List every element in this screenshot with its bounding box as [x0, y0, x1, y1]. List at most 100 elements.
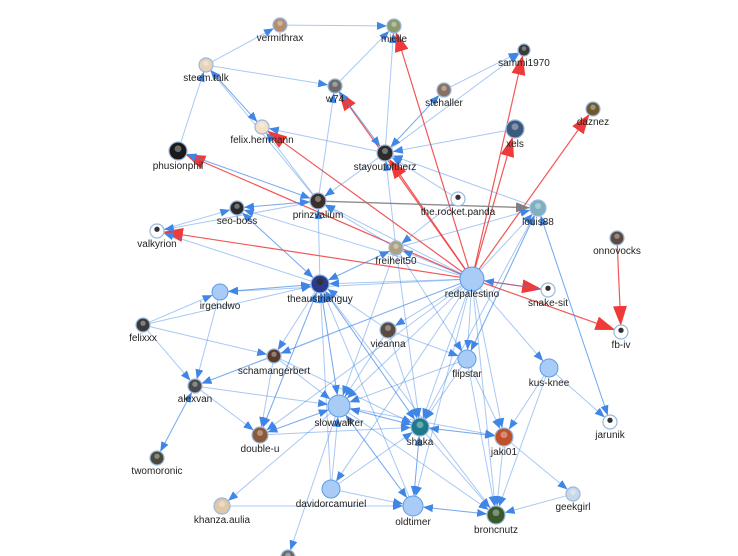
edge-twomoronic-to-alexvan [159, 392, 192, 453]
node-redpalestino[interactable]: redpalestino [445, 266, 500, 300]
node-phusionphil[interactable]: phusionphil [153, 141, 204, 172]
edge-redpalestino-to-slowwalker [346, 286, 464, 399]
node-label-double-u: double-u [241, 444, 280, 455]
node-schamangerbert[interactable]: schamangerbert [238, 348, 310, 377]
node-bottom-partial[interactable] [280, 549, 296, 556]
node-geekgirl[interactable]: geekgirl [555, 486, 591, 513]
edge-redpalestino-to-xels [474, 136, 514, 268]
node-the-rocket-panda[interactable]: the.rocket.panda [421, 191, 496, 218]
edge-slowwalker-to-theaustrianguy [318, 292, 338, 396]
node-w74[interactable]: w74 [325, 78, 345, 105]
edge-davidorcamuriel-to-theaustrianguy [316, 293, 331, 481]
onnovocks-avatar-photo-icon [609, 230, 625, 246]
node-shaka[interactable]: shaka [407, 417, 434, 448]
node-stayoutoftherz[interactable]: stayoutoftherz [354, 144, 417, 173]
shaka-avatar-photo-icon [410, 417, 430, 437]
node-jaki01[interactable]: jaki01 [490, 427, 518, 458]
edge-vieanna-to-flipstar [395, 332, 459, 357]
edge-slowwalker-to-broncnutz [347, 411, 489, 510]
node-label-felix-herrmann: felix.herrmann [230, 135, 293, 146]
edge-davidorcamuriel-to-oldtimer [339, 490, 404, 506]
sammi1970-avatar-detail [521, 46, 527, 51]
node-davidorcamuriel[interactable]: davidorcamuriel [296, 479, 367, 510]
edge-stayoutoftherz-to-felix-herrmann [268, 126, 378, 152]
node-label-sammi1970: sammi1970 [498, 58, 550, 69]
node-kus-knee[interactable]: kus-knee [529, 358, 570, 389]
node-prinzvalium[interactable]: prinzvalium [293, 192, 344, 221]
node-flipstar[interactable]: flipstar [452, 349, 482, 380]
edge-oldtimer-to-shaka [413, 436, 423, 497]
edge-redpalestino-to-double-u [266, 285, 463, 431]
edge-shaka-to-broncnutz [425, 433, 491, 509]
node-label-phusionphil: phusionphil [153, 161, 204, 172]
node-onnovocks[interactable]: onnovocks [593, 230, 641, 257]
edge-stayoutoftherz-to-prinzvalium [324, 157, 379, 197]
node-label-slowwalker: slowwalker [315, 418, 365, 429]
edge-redpalestino-to-sammi1970 [474, 54, 526, 268]
edge-oldtimer-to-slowwalker [345, 414, 408, 499]
node-label-irgendwo: irgendwo [200, 301, 241, 312]
redpalestino-default-node-icon [459, 266, 485, 292]
prinzvalium-avatar-photo-icon [309, 192, 327, 210]
node-irgendwo[interactable]: irgendwo [200, 283, 241, 312]
node-sammi1970[interactable]: sammi1970 [498, 43, 550, 69]
node-oldtimer[interactable]: oldtimer [395, 495, 431, 528]
phusionphil-avatar-detail [174, 145, 182, 153]
node-freiheit50[interactable]: freiheit50 [375, 240, 417, 267]
node-vermithrax[interactable]: vermithrax [257, 17, 304, 44]
broncnutz-avatar-photo-icon [486, 505, 506, 525]
node-felixxx[interactable]: felixxx [129, 317, 157, 344]
node-label-mielle: mielle [381, 34, 408, 45]
vermithrax-avatar-photo-icon [272, 17, 288, 33]
freiheit50-avatar-detail [393, 243, 399, 249]
node-label-fb-iv: fb-iv [612, 340, 631, 351]
node-double-u[interactable]: double-u [241, 426, 280, 455]
node-seo-boss[interactable]: seo-boss [217, 200, 258, 227]
edge-flipstar-to-shaka [425, 366, 463, 420]
node-stehaller[interactable]: stehaller [425, 82, 464, 109]
node-twomoronic[interactable]: twomoronic [131, 450, 183, 477]
node-label-stayoutoftherz: stayoutoftherz [354, 162, 417, 173]
node-jarunik[interactable]: jarunik [594, 414, 626, 441]
node-snake-sit[interactable]: snake-sit [528, 282, 568, 309]
node-louis88[interactable]: louis88 [522, 199, 554, 228]
edge-redpalestino-to-mielle [395, 31, 470, 268]
edge-oldtimer-to-theaustrianguy [323, 292, 410, 497]
shaka-avatar-detail [416, 421, 424, 429]
nodes-layer: vermithrax mielle sammi1970 steem.talk w74 st… [129, 17, 641, 556]
node-theaustrianguy[interactable]: theaustrianguy [287, 274, 353, 305]
edge-schamangerbert-to-shaka [280, 358, 412, 424]
edge-alexvan-to-double-u [200, 389, 254, 431]
edge-the-rocket-panda-to-freiheit50 [401, 202, 453, 244]
node-xels[interactable]: xels [505, 119, 525, 150]
fb-iv-avatar-detail [618, 327, 624, 333]
node-label-oldtimer: oldtimer [395, 517, 431, 528]
node-slowwalker[interactable]: slowwalker [315, 394, 365, 429]
edge-freiheit50-to-louis88 [402, 208, 531, 247]
node-fb-iv[interactable]: fb-iv [612, 324, 631, 351]
node-valkyrion[interactable]: valkyrion [137, 223, 177, 250]
node-vieanna[interactable]: vieanna [370, 321, 406, 350]
felixxx-avatar-detail [140, 320, 146, 326]
node-broncnutz[interactable]: broncnutz [474, 505, 518, 536]
edge-redpalestino-to-flipstar [464, 290, 473, 350]
node-khanza-aulia[interactable]: khanza.aulia [194, 497, 251, 526]
node-label-onnovocks: onnovocks [593, 246, 641, 257]
edge-redpalestino-to-kus-knee [479, 287, 544, 362]
node-daznez[interactable]: daznez [577, 101, 609, 128]
mielle-avatar-photo-icon [386, 18, 402, 34]
edge-broncnutz-to-theaustrianguy [325, 291, 491, 509]
prinzvalium-avatar-detail [314, 195, 322, 203]
node-alexvan[interactable]: alexvan [178, 378, 212, 405]
node-label-schamangerbert: schamangerbert [238, 366, 310, 377]
node-label-alexvan: alexvan [178, 394, 212, 405]
alexvan-avatar-photo-icon [187, 378, 203, 394]
onnovocks-avatar-detail [614, 233, 620, 239]
edge-redpalestino-to-w74 [338, 90, 466, 270]
node-mielle[interactable]: mielle [381, 18, 408, 45]
edge-redpalestino-to-vieanna [394, 284, 462, 326]
node-steem-talk[interactable]: steem.talk [183, 57, 230, 84]
node-label-the-rocket-panda: the.rocket.panda [421, 207, 496, 218]
node-felix-herrmann[interactable]: felix.herrmann [230, 119, 294, 146]
